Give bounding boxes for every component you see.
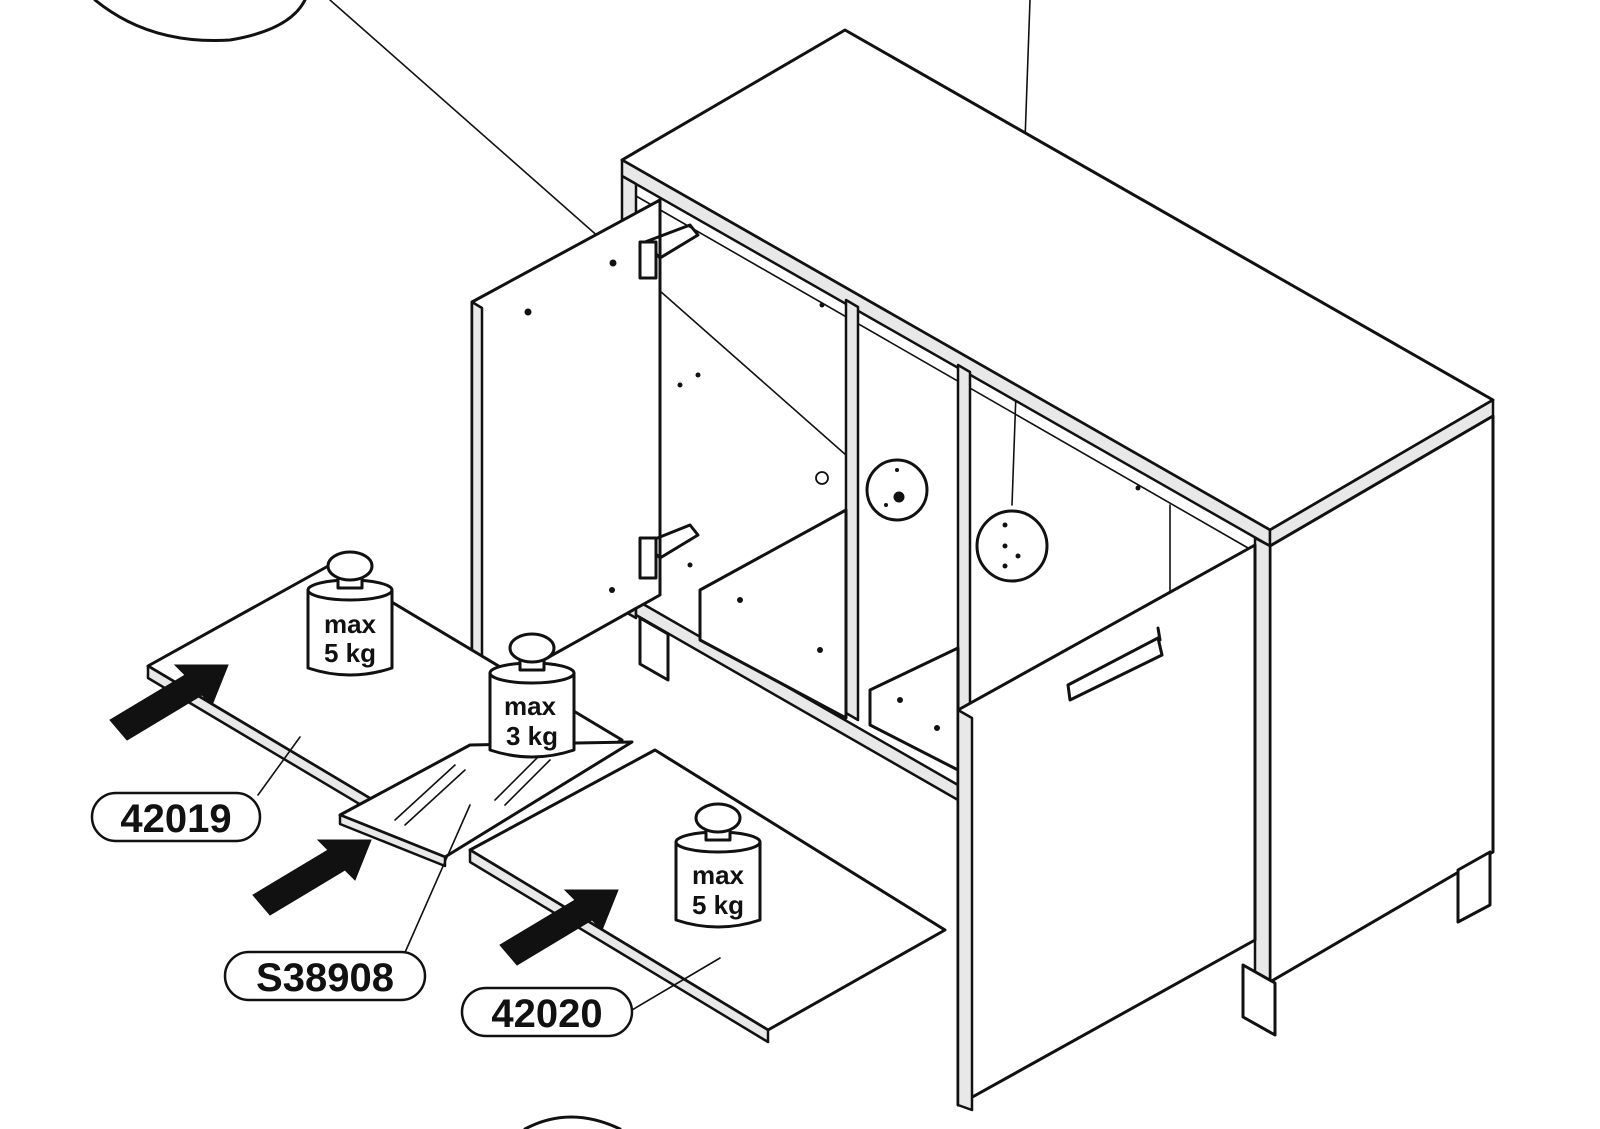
door-handle [1066,636,1164,702]
door-hole [524,308,532,316]
cabinet-top [620,28,1495,532]
cabinet-right-side-edge [1253,536,1272,984]
pin-hole [1015,553,1021,559]
inner-hole [737,597,743,603]
weight-line2: 3 kg [506,721,558,751]
weight-icon: max 3 kg [488,632,576,759]
weight-icons: max 5 kg max 3 kg max 5 kg [306,550,762,929]
insertion-arrows [109,664,619,966]
part-label-box-s38908 [223,950,427,1002]
leader-line-s38908 [402,804,471,958]
arrow-icon [252,839,372,916]
weight-icon: max 5 kg [306,550,394,677]
shelf-pin [893,491,905,503]
inner-hole [897,697,903,703]
pin-hole [1002,563,1008,569]
left-door-edge [470,300,484,708]
weight-line2: 5 kg [324,638,376,668]
door-hole [687,562,693,568]
glass-reflection [394,764,456,821]
leader-line-42019 [257,736,301,796]
glass-reflection [494,754,541,801]
glass-reflection [404,769,466,826]
part-label-42019: 42019 [120,797,231,841]
part-labels: 42019 S38908 42020 [90,736,721,1038]
back-panel-top-line [635,195,1256,553]
weight-line1: max [504,691,557,721]
part-label-box-42019 [90,791,262,843]
detail-circle-top-left [93,0,307,42]
inner-hole [934,725,940,731]
right-door-edge [956,708,974,1112]
leader-line-42020 [631,957,721,1011]
left-door [470,198,701,708]
cabinet-inner-bottom-left [698,508,848,720]
inner-hole [819,302,825,308]
arrow-icon [499,889,619,966]
pin-hole [895,468,899,472]
pin-hole [884,503,888,507]
detail-circle-bottom [523,1115,622,1129]
shelf-42020-edge [468,848,770,1044]
weight-line1: max [692,860,745,890]
cabinet [620,28,1495,1037]
hinge-top-plate [638,240,658,280]
door-handle-post [1156,626,1162,642]
cabinet-leg-front-right [1241,963,1277,1037]
weight-line2: 5 kg [692,890,744,920]
inner-hole [815,471,829,485]
cabinet-divider-left [844,298,860,722]
door-hole [695,372,701,378]
inner-hole [677,382,683,388]
part-label-s38908: S38908 [256,956,394,1000]
part-label-42020: 42020 [491,992,602,1036]
cabinet-leg-back-right [1456,850,1492,924]
leader-line-top-left [329,0,856,464]
glass-shelf-edge [338,813,447,868]
weight-line1: max [324,609,377,639]
inner-hole [817,647,823,653]
detail-circle-shelf-pin [865,458,929,522]
arrow-icon [109,664,229,741]
glass-shelf-s38908 [338,740,634,868]
left-door-panel [470,198,662,702]
door-hole [609,587,615,593]
pin-hole [1002,543,1008,549]
hinge-bottom-plate [638,536,658,580]
detail-circle-hole-pattern [975,509,1049,583]
weight-icon: max 5 kg [674,802,762,929]
right-door [956,543,1257,1112]
inner-hole [1135,485,1141,491]
glass-reflection [504,759,551,806]
door-hole [609,259,617,267]
cabinet-leg-front-left [638,616,670,682]
part-label-box-42020 [460,986,634,1038]
pin-hole [1002,522,1008,528]
right-door-panel [956,543,1257,1107]
